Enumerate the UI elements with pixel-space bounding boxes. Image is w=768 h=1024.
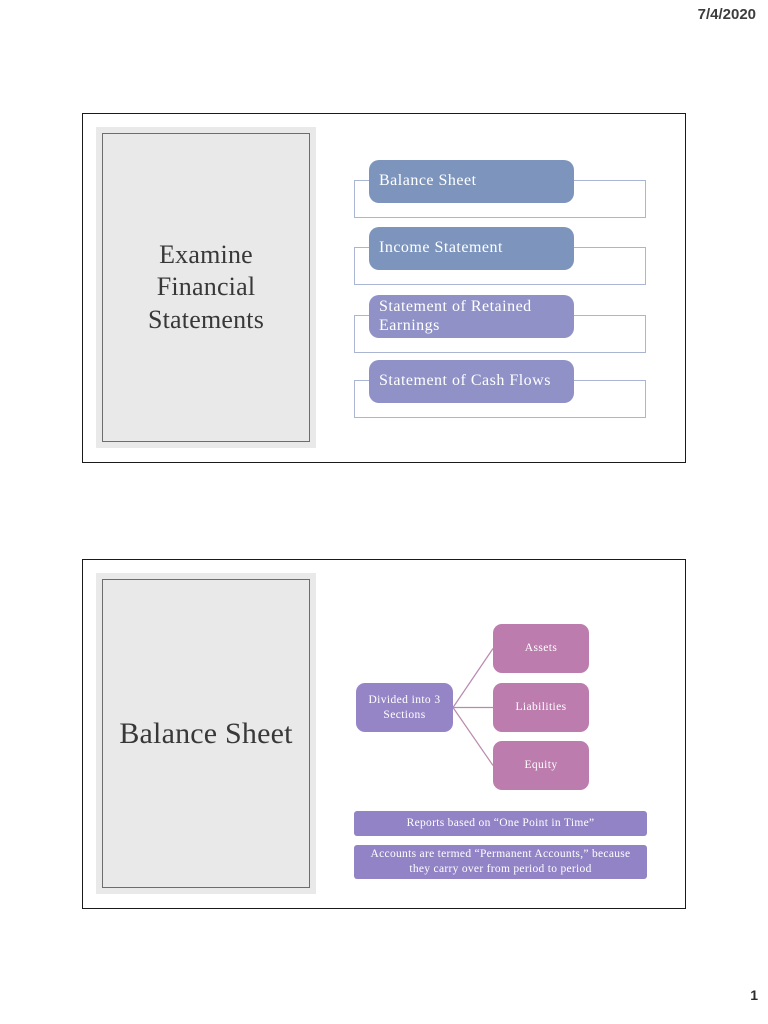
diagram-child-box-liabilities: Liabilities: [493, 683, 589, 732]
connector-line: [452, 707, 494, 766]
slide-title: Balance Sheet: [119, 716, 293, 750]
panel-inner-border: [102, 579, 310, 888]
statement-list-item: Statement of Cash Flows: [354, 360, 648, 420]
diagram-root-box: Divided into 3 Sections: [356, 683, 453, 732]
page-number: 1: [750, 987, 758, 1003]
title-panel: Examine Financial Statements: [96, 127, 316, 448]
slide-balance-sheet: Balance Sheet Divided into 3 Sections As…: [82, 559, 686, 909]
statement-list-item: Statement of Retained Earnings: [354, 295, 648, 355]
slide-title: Examine Financial Statements: [147, 239, 265, 334]
note-bar: Accounts are termed “Permanent Accounts,…: [354, 845, 647, 879]
note-bar: Reports based on “One Point in Time”: [354, 811, 647, 836]
statement-item-box: Statement of Retained Earnings: [369, 295, 574, 338]
statement-item-box: Balance Sheet: [369, 160, 574, 203]
panel-inner-border: [102, 133, 310, 442]
date-label: 7/4/2020: [697, 6, 756, 23]
statement-list-item: Balance Sheet: [354, 160, 648, 220]
diagram-child-box-assets: Assets: [493, 624, 589, 673]
diagram-child-box-equity: Equity: [493, 741, 589, 790]
statement-list-item: Income Statement: [354, 227, 648, 287]
statement-item-box: Income Statement: [369, 227, 574, 270]
slide-examine-financial-statements: Examine Financial Statements Balance She…: [82, 113, 686, 463]
connector-line: [452, 648, 494, 708]
statement-item-box: Statement of Cash Flows: [369, 360, 574, 403]
title-panel: Balance Sheet: [96, 573, 316, 894]
